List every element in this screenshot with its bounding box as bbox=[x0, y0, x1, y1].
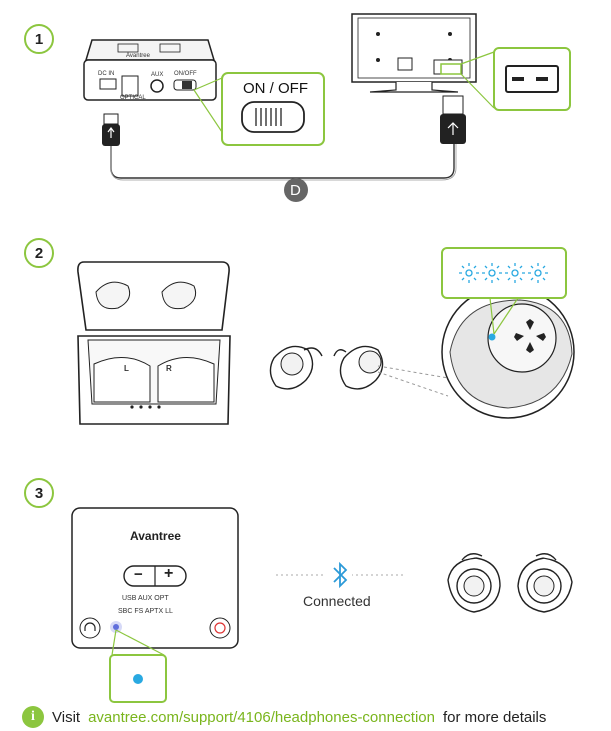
input-mode-labels: USB AUX OPT bbox=[122, 595, 169, 602]
status-led bbox=[113, 624, 119, 630]
earbuds-connected bbox=[447, 553, 573, 613]
codec-labels: SBC FS APTX LL bbox=[118, 608, 173, 615]
marker-d-label: D bbox=[290, 182, 301, 199]
footer-note: i Visit avantree.com/support/4106/headph… bbox=[22, 706, 546, 728]
marker-d bbox=[284, 178, 308, 202]
bluetooth-icon bbox=[333, 561, 348, 589]
connected-label: Connected bbox=[303, 593, 371, 609]
volume-minus: − bbox=[134, 566, 143, 583]
earbuds-pair bbox=[269, 345, 384, 390]
earbud-led bbox=[488, 333, 496, 341]
port-label-optical: OPTICAL bbox=[120, 95, 146, 101]
step-3-badge: 3 bbox=[24, 478, 54, 508]
pairing-button bbox=[209, 617, 231, 639]
transmitter-brand: Avantree bbox=[126, 53, 150, 59]
support-link[interactable]: avantree.com/support/4106/headphones-con… bbox=[88, 708, 435, 726]
usb-port-icon bbox=[505, 65, 559, 93]
port-label-dcin: DC IN bbox=[98, 71, 115, 77]
charging-case bbox=[77, 261, 231, 425]
case-label-r: R bbox=[166, 364, 172, 373]
transmitter-device bbox=[83, 39, 217, 101]
blink-icons bbox=[459, 263, 548, 283]
port-label-onoff: ON/OFF bbox=[174, 71, 197, 77]
port-label-aux: AUX bbox=[151, 72, 164, 78]
case-label-l: L bbox=[124, 364, 129, 373]
switch-label: ON / OFF bbox=[243, 80, 308, 97]
step-1-badge: 1 bbox=[24, 24, 54, 54]
step-2-badge: 2 bbox=[24, 238, 54, 268]
footer-prefix: Visit bbox=[52, 708, 81, 726]
headphone-button bbox=[79, 617, 101, 639]
on-off-switch bbox=[241, 101, 305, 133]
led-flash-callout bbox=[441, 247, 567, 299]
info-icon: i bbox=[22, 706, 44, 728]
panel-brand: Avantree bbox=[130, 529, 181, 543]
footer-suffix: for more details bbox=[443, 708, 547, 726]
micro-usb-plug bbox=[102, 113, 120, 146]
usb-a-plug bbox=[440, 95, 466, 144]
volume-plus: + bbox=[164, 565, 174, 582]
